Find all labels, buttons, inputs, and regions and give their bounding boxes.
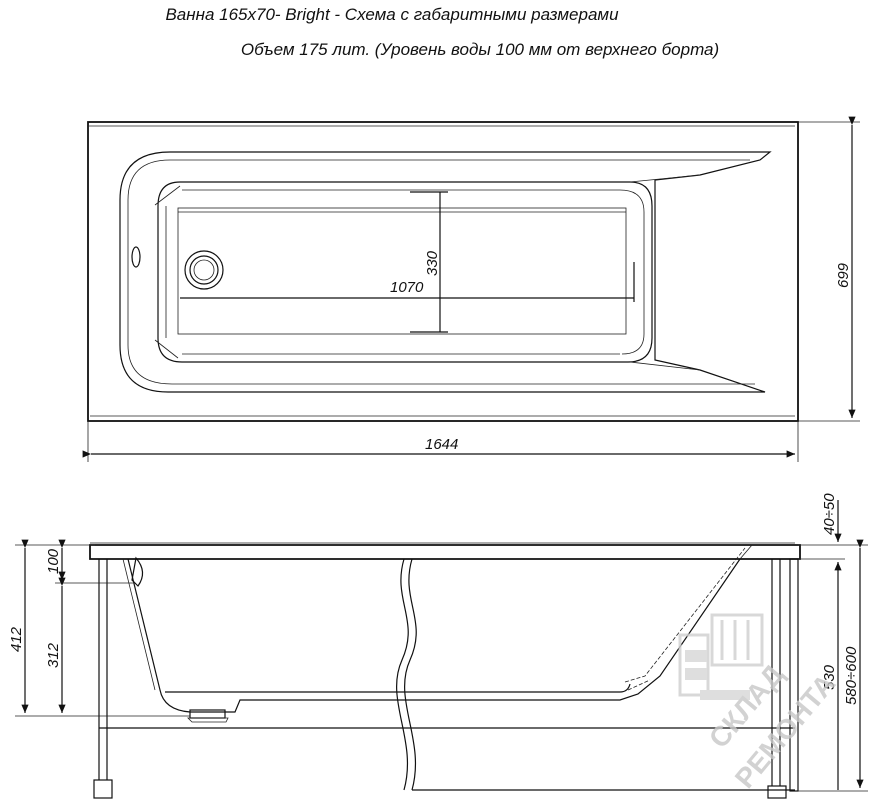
dim-699: 699 xyxy=(835,262,852,288)
basin-bottom xyxy=(157,181,653,363)
basin-contour-outer xyxy=(119,151,772,393)
tub-body-side xyxy=(127,558,741,713)
dim-530: 530 xyxy=(821,664,838,690)
dim-312: 312 xyxy=(45,642,62,668)
dim-100: 100 xyxy=(45,548,62,574)
overflow-side xyxy=(131,556,144,587)
leg-foot-left xyxy=(93,779,113,799)
rim xyxy=(89,544,801,560)
dim-412: 412 xyxy=(8,626,25,652)
dim-1070: 1070 xyxy=(390,279,424,296)
break-line xyxy=(396,558,409,791)
leg-foot-right xyxy=(767,785,787,799)
drain-icon xyxy=(184,250,224,290)
title-line-2: Объем 175 лит. (Уровень воды 100 мм от в… xyxy=(240,40,720,59)
side-view: 412 100 312 40÷50 530 580÷600 xyxy=(8,493,868,799)
dim-40-50: 40÷50 xyxy=(821,493,838,535)
title-line-1: Ванна 165х70- Bright - Схема с габаритны… xyxy=(165,5,619,24)
overflow-icon xyxy=(131,246,141,268)
apron xyxy=(789,558,799,792)
watermark: СКЛАД РЕМОНТА xyxy=(678,613,841,794)
warehouse-logo-icon xyxy=(678,613,764,700)
top-view: 330 1070 699 1644 xyxy=(82,116,860,462)
tub-outline-top xyxy=(87,121,799,422)
dim-580-600: 580÷600 xyxy=(843,646,860,705)
dim-330: 330 xyxy=(424,250,441,276)
dim-1644: 1644 xyxy=(425,436,458,453)
